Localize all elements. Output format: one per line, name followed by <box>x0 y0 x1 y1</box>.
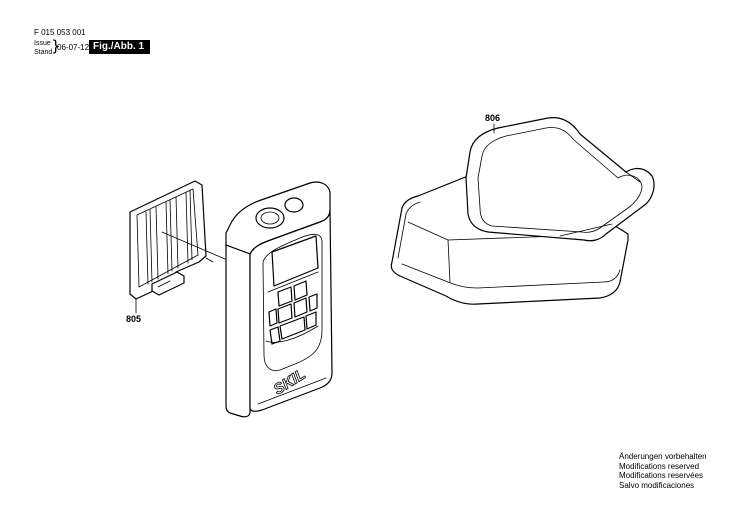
note-line-de: Änderungen vorbehalten <box>619 452 707 461</box>
issue-brace: } <box>51 37 61 55</box>
assembly-leader <box>161 231 233 263</box>
figure-badge: Fig./Abb. 1 <box>89 40 151 54</box>
callout-806: 806 <box>485 113 501 123</box>
note-line-fr: Modifications reservées <box>619 471 704 480</box>
carry-case <box>390 117 655 305</box>
battery-cover <box>129 180 214 300</box>
issue-labels: Issue Stand <box>34 39 52 57</box>
laser-meter <box>225 181 333 418</box>
modification-note: Änderungen vorbehalten Modifications res… <box>619 452 707 490</box>
stand-label: Stand <box>34 49 53 56</box>
note-line-es: Salvo modificaciones <box>619 480 695 490</box>
part-number: F 015 053 001 <box>34 28 86 37</box>
callout-805: 805 <box>126 314 142 324</box>
issue-date: 06-07-12 <box>57 43 90 52</box>
note-line-en: Modifications reserved <box>619 461 700 471</box>
issue-label: Issue <box>34 40 51 47</box>
